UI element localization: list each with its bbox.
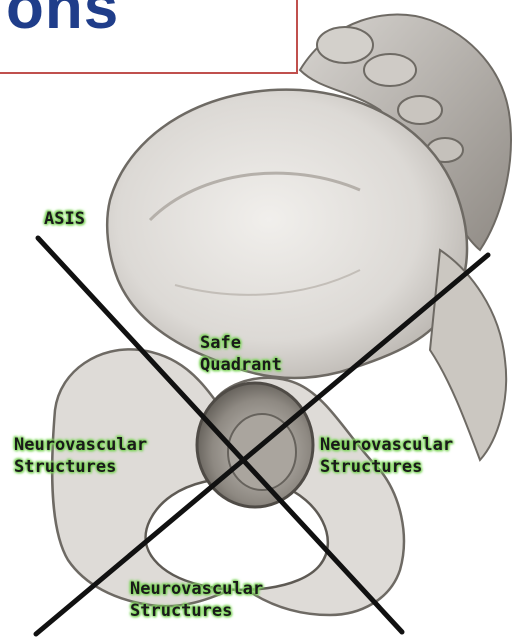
label-neurovascular-bottom-line1: Neurovascular [130,578,263,600]
label-neurovascular-right-line1: Neurovascular [320,434,453,456]
label-safe-quadrant-line1: Safe [200,332,282,354]
label-neurovascular-bottom: Neurovascular Structures [130,578,263,622]
title-box: ons [0,0,298,74]
label-neurovascular-right-line2: Structures [320,456,453,478]
label-safe-quadrant-line2: Quadrant [200,354,282,376]
label-neurovascular-bottom-line2: Structures [130,600,263,622]
label-neurovascular-right: Neurovascular Structures [320,434,453,478]
label-neurovascular-left-line2: Structures [14,456,147,478]
label-neurovascular-left-line1: Neurovascular [14,434,147,456]
label-asis: ASIS [44,208,85,230]
label-safe-quadrant: Safe Quadrant [200,332,282,376]
acetabulum-shape [197,383,313,507]
ilium-shape [107,90,467,378]
label-asis-text: ASIS [44,208,85,230]
posterior-bone-shape [430,250,506,460]
label-neurovascular-left: Neurovascular Structures [14,434,147,478]
slide-title: ons [6,0,119,43]
